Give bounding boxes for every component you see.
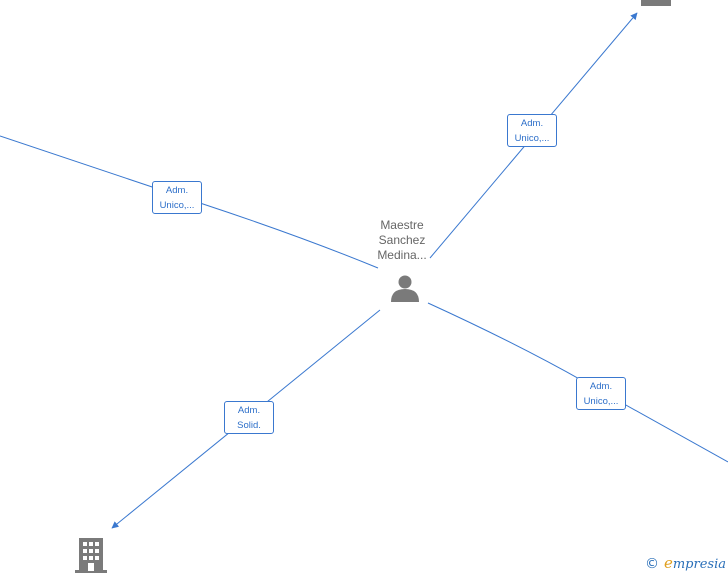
edge-label-left[interactable]: Adm. Unico,... xyxy=(152,181,202,214)
building-icon-top-right xyxy=(641,0,671,6)
edge-label-right[interactable]: Adm. Unico,... xyxy=(576,377,626,410)
edge-line-left xyxy=(0,135,379,269)
edge-label-top-right[interactable]: Adm. Unico,... xyxy=(507,114,557,147)
edge-label-bottom-left[interactable]: Adm. Solid. xyxy=(224,401,274,434)
copyright-symbol: © xyxy=(644,556,659,572)
brand-logo-text: mpresia xyxy=(672,557,726,572)
person-icon[interactable] xyxy=(388,274,422,304)
center-node-label: Maestre Sanchez Medina... xyxy=(377,218,427,262)
brand-logo-e: e xyxy=(663,554,673,572)
building-icon-bottom-left[interactable] xyxy=(75,538,107,574)
brand-watermark: ©empresia xyxy=(645,554,726,572)
